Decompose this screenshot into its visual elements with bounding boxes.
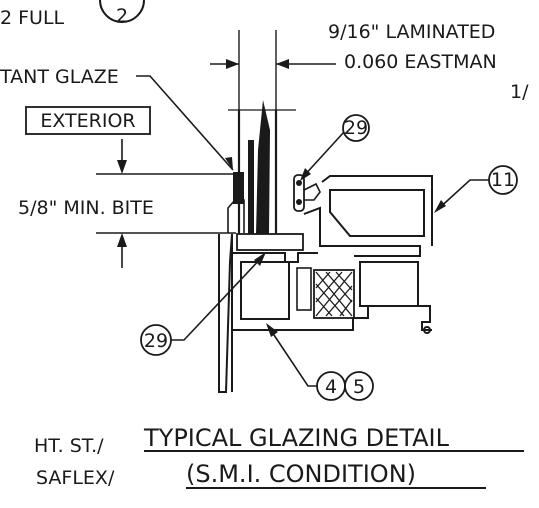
laminated-glass-label: 9/16" LAMINATED	[328, 21, 495, 43]
glass-dim-arrow-left	[226, 59, 239, 69]
top-left-bubble	[99, 0, 145, 23]
glass-dim-arrow-right	[276, 59, 289, 69]
callout-29-left-arrow	[254, 252, 266, 266]
callout-45-arrow	[266, 323, 278, 337]
callout-29-top-leader	[301, 131, 345, 179]
eastman-label: 0.060 EASTMAN	[344, 51, 497, 73]
callout-5: 5	[353, 376, 365, 398]
callout-11-arrow	[434, 200, 446, 213]
exterior-label: EXTERIOR	[40, 110, 135, 132]
callout-11-leader	[435, 179, 489, 212]
fraction-label: 1/	[510, 81, 529, 103]
exterior-box	[25, 106, 151, 135]
glaze-label: TANT GLAZE	[0, 66, 119, 88]
callout-45-leader	[267, 325, 317, 387]
callout-11: 11	[491, 169, 515, 191]
top-left-bubble-number: 2	[116, 5, 128, 27]
bite-label: 5/8" MIN. BITE	[18, 197, 154, 219]
callout-29-left: 29	[144, 330, 168, 352]
callout-29-left-leader	[171, 254, 265, 341]
callout-29-top: 29	[344, 117, 368, 139]
bite-arrow-up	[117, 233, 127, 247]
saflex-label: SAFLEX/	[36, 467, 115, 489]
glazing-bead-exterior	[227, 172, 245, 233]
callout-29-top-arrow	[300, 168, 311, 181]
laminated-glass	[237, 100, 278, 234]
thermal-break	[313, 269, 355, 319]
drawing-subtitle: (S.M.I. CONDITION)	[186, 460, 416, 488]
interior-gasket	[293, 174, 321, 212]
callout-bubble-5	[344, 371, 374, 401]
glaze-arrowhead	[225, 157, 233, 170]
bite-arrow-down	[117, 160, 127, 174]
top-left-note: 2 FULL	[0, 7, 65, 29]
callout-4: 4	[325, 376, 337, 398]
drawing-title: TYPICAL GLAZING DETAIL	[143, 424, 450, 452]
callout-bubble-29-top	[342, 114, 370, 142]
glaze-leader	[136, 75, 234, 171]
ht-st-label: HT. ST./	[34, 435, 104, 457]
